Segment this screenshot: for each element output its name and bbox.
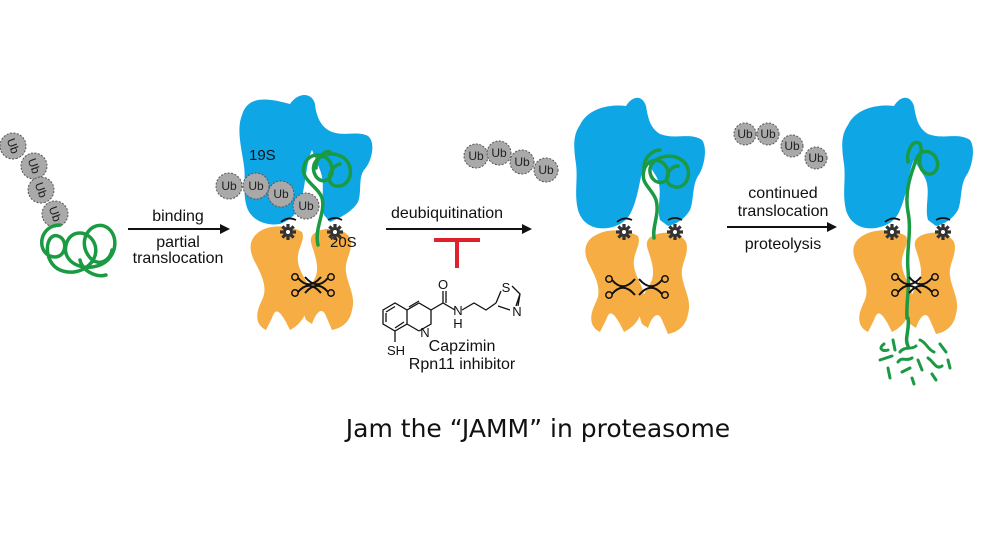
atpase-gear-icon xyxy=(935,224,951,240)
rotation-arrow-icon xyxy=(884,217,901,223)
ubiquitin-label: Ub xyxy=(468,149,484,163)
thiazole-ring xyxy=(495,285,521,311)
atpase-gear-icon xyxy=(667,224,683,240)
proteasome-stage-3 xyxy=(574,97,705,334)
ubiquitin: Ub xyxy=(463,143,489,169)
ubiquitin: Ub xyxy=(27,176,55,204)
step-arrow-proteolysis: continued translocation proteolysis xyxy=(727,185,837,253)
atom-thiol: SH xyxy=(387,343,405,358)
rotation-arrow-icon xyxy=(616,217,633,223)
ubiquitin-label: Ub xyxy=(737,127,753,141)
stage-1-substrate: Ub Ub Ub Ub xyxy=(0,132,117,278)
atpase-gear-icon xyxy=(884,224,900,240)
ubiquitin: Ub xyxy=(804,146,828,170)
aromatic-bonds xyxy=(385,305,405,329)
rotation-arrow-icon xyxy=(667,217,683,221)
atpase-gear-icon xyxy=(616,224,632,240)
ubiquitin: Ub xyxy=(215,172,243,200)
rotation-arrow-icon xyxy=(327,217,343,221)
atom-amide-h: H xyxy=(453,316,462,331)
ubiquitin-label: Ub xyxy=(4,136,23,156)
regulatory-particle-19S xyxy=(574,97,705,229)
label-19S: 19S xyxy=(249,147,276,164)
substrate-coil xyxy=(641,148,691,240)
figure-title: Jam the “JAMM” in proteasome xyxy=(344,414,730,443)
atom-ring-n: N xyxy=(420,325,429,340)
ubiquitin: Ub xyxy=(0,132,27,160)
ubiquitin-label: Ub xyxy=(298,199,314,213)
substrate-strand xyxy=(904,140,940,348)
ubiquitin-label: Ub xyxy=(25,156,44,176)
core-particle-20S xyxy=(250,226,354,330)
ubiquitin: Ub xyxy=(756,122,780,146)
arrow-top-label: binding xyxy=(152,208,204,225)
ethyl-linker xyxy=(461,302,497,311)
proteasome-stage-2: 19S 20S Ub Ub Ub Ub xyxy=(215,95,373,330)
ubiquitin-label: Ub xyxy=(514,155,530,169)
ubiquitin: Ub xyxy=(780,134,804,158)
amide-bond xyxy=(430,291,456,311)
ubiquitin-label: Ub xyxy=(538,163,554,177)
label-20S: 20S xyxy=(330,234,357,251)
ubiquitin-label: Ub xyxy=(784,139,800,153)
ubiquitin-label: Ub xyxy=(46,204,65,224)
inhibitor-name: Capzimin xyxy=(429,338,496,355)
ubiquitin: Ub xyxy=(267,180,295,208)
atom-thiazole-n: N xyxy=(512,304,521,319)
substrate-coil xyxy=(39,223,117,278)
step-arrow-binding: binding partial translocation xyxy=(128,208,230,267)
arrow-bottom-label: proteolysis xyxy=(745,236,821,253)
peptide-fragments xyxy=(878,338,952,386)
arrow-top-label: deubiquitination xyxy=(391,205,503,222)
proteasome-stage-4 xyxy=(842,97,973,386)
ubiquitin: Ub xyxy=(242,172,270,200)
ubiquitin-chain: Ub Ub Ub Ub xyxy=(0,132,69,228)
ubiquitin: Ub xyxy=(486,140,512,166)
atpase-gear-icon xyxy=(327,224,343,240)
core-particle-20S xyxy=(853,230,958,334)
released-ubiquitin-chain: Ub Ub Ub Ub xyxy=(733,122,828,170)
step-arrow-deubiquitination: deubiquitination xyxy=(386,205,532,268)
ubiquitin-label: Ub xyxy=(273,187,289,201)
atom-thiazole-s: S xyxy=(502,280,511,295)
ubiquitin: Ub xyxy=(509,149,535,175)
rotation-arrow-icon xyxy=(280,217,297,223)
arrow-bottom-label-line2: translocation xyxy=(133,250,224,267)
capzimin-atoms: O N H N S N SH xyxy=(387,277,522,358)
core-particle-20S xyxy=(585,230,690,334)
atpase-gear-icon xyxy=(280,224,296,240)
ubiquitin-label: Ub xyxy=(32,180,51,200)
ubiquitin: Ub xyxy=(20,152,48,180)
ubiquitin-label: Ub xyxy=(491,146,507,160)
ubiquitin-label: Ub xyxy=(760,127,776,141)
atom-amide-n: N xyxy=(453,303,462,318)
capzimin-structure xyxy=(382,285,521,342)
substrate-coil xyxy=(301,149,353,247)
ubiquitin-label: Ub xyxy=(221,179,237,193)
rotation-arrow-icon xyxy=(935,217,951,221)
ubiquitin: Ub xyxy=(533,157,559,183)
arrow-bottom-label-line1: partial xyxy=(156,234,200,251)
arrow-top-label-line1: continued xyxy=(748,185,817,202)
released-ubiquitin-chain: Ub Ub Ub Ub xyxy=(463,140,559,183)
ubiquitin-label: Ub xyxy=(808,151,824,165)
ubiquitin: Ub xyxy=(733,122,757,146)
arrow-top-label-line2: translocation xyxy=(738,203,829,220)
ubiquitin-chain: Ub Ub Ub Ub xyxy=(215,172,320,220)
ubiquitin: Ub xyxy=(292,192,320,220)
ubiquitin-label: Ub xyxy=(248,179,264,193)
inhibitor-description: Rpn11 inhibitor xyxy=(409,356,516,373)
atom-oxygen: O xyxy=(438,277,448,292)
double-bond xyxy=(408,300,420,308)
